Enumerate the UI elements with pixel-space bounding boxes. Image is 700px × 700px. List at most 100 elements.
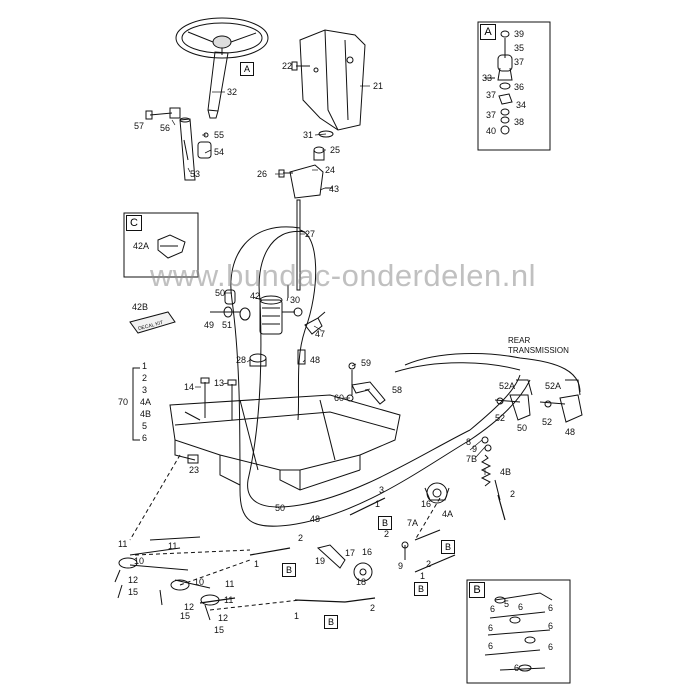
callout-52a-right: 52A [545,381,562,391]
callout-52a-left: 52A [499,381,516,391]
ref-tag-b-1: B [378,516,392,530]
leader-lines [171,85,486,475]
inset-a-callout: 37 [486,90,497,100]
callout-10-b: 10 [194,577,205,587]
callout-42b: 42B [132,302,149,312]
callout-59: 59 [361,358,372,368]
callout-15-b: 15 [180,611,191,621]
inset-a-callout: 36 [514,82,525,92]
callout-24: 24 [325,165,336,175]
inset-a-callout: 37 [514,57,525,67]
callout-12-a: 12 [128,575,139,585]
decal-item: 2 [142,373,148,383]
callout-25: 25 [330,145,341,155]
callout-22: 22 [282,61,293,71]
inset-a-callout: 35 [514,43,525,53]
decal-bracket [132,367,140,441]
callout-50-lower: 50 [275,503,286,513]
callout-14: 14 [184,382,195,392]
ref-tag-b-3: B [282,563,296,577]
callout-52-left: 52 [495,413,506,423]
callout-19: 19 [315,556,326,566]
cable-bracket [346,362,386,405]
decal-item: 3 [142,385,148,395]
inset-b-label: B [469,582,485,598]
inset-a-callout: 33 [482,73,493,83]
callout-4a: 4A [442,509,454,519]
callout-27: 27 [305,229,316,239]
ref-tag-b-4: B [441,540,455,554]
callout-51: 51 [222,320,233,330]
callout-50-pump: 50 [215,288,226,298]
inset-a-callout: 38 [514,117,525,127]
callout-3: 3 [379,485,385,495]
ref-tag-b-5: B [324,615,338,629]
ref-tag-b-2: B [414,582,428,596]
callout-11-c: 11 [225,579,235,589]
rear-note-line2: TRANSMISSION [508,346,569,355]
callout-30: 30 [290,295,301,305]
callout-42a: 42A [133,241,150,251]
guide-lines [129,454,441,611]
shaft-bushing [197,132,212,159]
callout-47: 47 [315,329,326,339]
callout-17: 17 [345,548,356,558]
inset-c-frame [123,212,199,278]
steering-shaft [207,51,229,119]
steering-wheel [175,17,269,59]
watermark-text: www.bundac-onderdelen.nl [150,258,536,293]
control-cables [230,226,581,527]
callout-1-lower: 1 [420,571,426,581]
steering-rod [296,199,301,291]
callout-15-c: 15 [214,625,225,635]
lower-sprocket [353,562,373,582]
callout-2-bottom: 2 [370,603,376,613]
inset-a-callout: 39 [514,29,525,39]
inset-a-frame [477,21,551,151]
callout-16-lower: 16 [362,547,373,557]
callout-4b: 4B [500,467,512,477]
callout-8: 8 [466,437,472,447]
callout-32: 32 [227,87,238,97]
callout-31: 31 [303,130,314,140]
cable-spring-assembly [480,436,501,501]
bracket-bolt [291,61,310,71]
callout-49: 49 [204,320,215,330]
inset-b-callout: 6 [548,621,554,631]
callout-2-mid: 2 [384,529,390,539]
inset-c-label: C [126,215,142,231]
callout-58: 58 [392,385,403,395]
inset-b-callout: 6 [514,663,520,673]
callout-48-pump: 48 [310,355,321,365]
decal-item: 1 [142,361,148,371]
callout-48-lower: 48 [310,514,321,524]
callout-28: 28 [236,355,247,365]
callout-7a: 7A [407,518,419,528]
callout-52-right: 52 [542,417,553,427]
frame-bolts [200,377,237,420]
inset-b-callout: 6 [488,641,494,651]
inset-a-callout: 40 [486,126,497,136]
lower-bushing [249,353,267,367]
callout-10: 10 [134,556,145,566]
column-washers [313,130,334,161]
chains [199,494,506,604]
callout-18: 18 [356,577,367,587]
callout-43: 43 [329,184,340,194]
inset-b-callout: 6 [518,602,524,612]
column-clamp [278,164,333,199]
callout-57: 57 [134,121,145,131]
callout-1-upper: 1 [375,499,381,509]
callout-11-a: 11 [118,539,128,549]
shaft-bolt [145,107,181,120]
decal-item: 4A [140,397,152,407]
callout-55: 55 [214,130,225,140]
callout-56: 56 [160,123,171,133]
inset-b-callout: 5 [504,599,510,609]
callout-26: 26 [257,169,268,179]
callout-48-rear: 48 [565,427,576,437]
rear-transmission-fittings [494,379,583,423]
callout-23: 23 [189,465,200,475]
pump-fittings [210,285,289,321]
